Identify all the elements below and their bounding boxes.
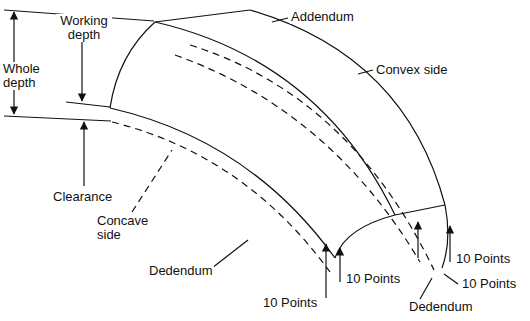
extension-line	[4, 116, 111, 121]
clearance-arrow	[83, 122, 84, 186]
point-label: 10 Points	[262, 296, 318, 310]
heel-top-land	[155, 10, 250, 22]
dimension-label: Whole depth	[2, 62, 48, 90]
point-label: 10 Points	[461, 277, 517, 291]
heel-profile	[110, 22, 155, 108]
point-arrow	[325, 244, 326, 298]
point-arrow	[417, 222, 418, 258]
part-label: Dedendum	[408, 300, 474, 314]
leader-line	[212, 240, 248, 268]
concave-side-leader	[132, 150, 172, 212]
dedendum-line	[112, 122, 330, 272]
point-label: 10 Points	[455, 252, 511, 266]
dimension-label: Clearance	[52, 190, 113, 204]
top-land-edge	[155, 22, 395, 215]
dimension-label: Working depth	[56, 14, 112, 42]
addendum-edge	[250, 10, 445, 205]
part-label: Dedendum	[148, 264, 214, 278]
extension-line	[66, 102, 110, 107]
part-label: Convex side	[375, 63, 449, 77]
point-arrow	[339, 248, 340, 282]
part-label: Addendum	[290, 10, 355, 24]
hidden-line	[175, 55, 420, 262]
leader-line	[272, 18, 288, 22]
hidden-line	[190, 45, 434, 270]
point-arrow	[449, 226, 450, 262]
toe-convex-profile	[442, 205, 448, 268]
leader-line	[420, 278, 432, 299]
point-label: 10 Points	[345, 272, 401, 286]
leader-line	[358, 70, 373, 74]
toe-concave-profile	[335, 215, 395, 258]
leader-line	[444, 274, 458, 284]
part-label: Concave side	[96, 214, 158, 242]
